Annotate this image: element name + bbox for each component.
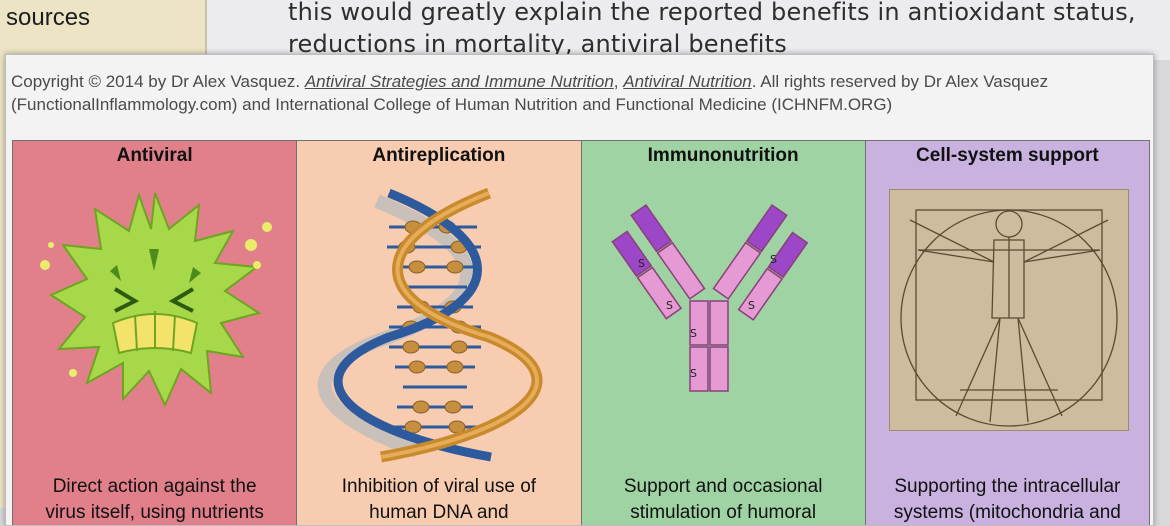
panel-immunonutrition: Immunonutrition [580,140,865,525]
panel-antireplication: Antireplication [296,140,581,525]
background-line-2: reductions in mortality, antiviral benef… [288,30,787,58]
vitruvian-man-icon [888,189,1129,431]
panel-title: Antireplication [372,145,506,166]
panel-desc-line-1: Inhibition of viral use of [341,476,537,497]
panel-title: Antiviral [116,145,193,166]
antibody-icon: S S S S S S [610,203,808,392]
panel-desc-line-1: Support and occasional [623,476,823,497]
bond-label: S [666,299,673,312]
panel-description: Support and occasional stimulation of hu… [582,474,865,525]
panel-title: Immunonutrition [647,145,799,166]
bond-label: S [770,253,777,266]
panel-desc-line-1: Supporting the intracellular [894,476,1121,497]
copyright-prefix: Copyright © 2014 by Dr Alex Vasquez. [11,72,305,91]
dna-icon [318,187,543,463]
overlay-slide: Copyright © 2014 by Dr Alex Vasquez. Ant… [5,54,1154,526]
copyright-suffix: . All rights reserved by Dr Alex Vasquez… [11,72,1049,114]
background-line-1: this would greatly explain the reported … [288,0,1136,26]
copyright-notice: Copyright © 2014 by Dr Alex Vasquez. Ant… [11,70,1147,116]
panel-desc-line-2: stimulation of humoral [630,502,817,523]
panel-description: Inhibition of viral use of human DNA and [297,474,580,525]
panel-antiviral: Antiviral [12,140,297,525]
book-title-2: Antiviral Nutrition [623,72,752,91]
panel-desc-line-2: virus itself, using nutrients [45,502,264,523]
panel-desc-line-2: human DNA and [369,502,509,523]
panel-title: Cell-system support [916,145,1099,166]
bond-label: S [690,367,697,380]
panel-desc-line-1: Direct action against the [52,476,257,497]
bond-label: S [638,257,645,270]
panel-description: Supporting the intracellular systems (mi… [866,474,1149,525]
panel-desc-line-2: systems (mitochondria and [893,502,1121,523]
bond-label: S [690,327,697,340]
panel-description: Direct action against the virus itself, … [13,474,296,525]
virus-icon [40,191,272,408]
copyright-sep: , [613,72,624,91]
strategy-panels: Antiviral [12,140,1150,525]
bond-label: S [748,299,755,312]
sidebar-text: sources [6,4,91,31]
book-title-1: Antiviral Strategies and Immune Nutritio… [304,72,614,91]
background-slide-text: this would greatly explain the reported … [288,0,1136,60]
panel-cell-system-support: Cell-system support [864,140,1150,525]
